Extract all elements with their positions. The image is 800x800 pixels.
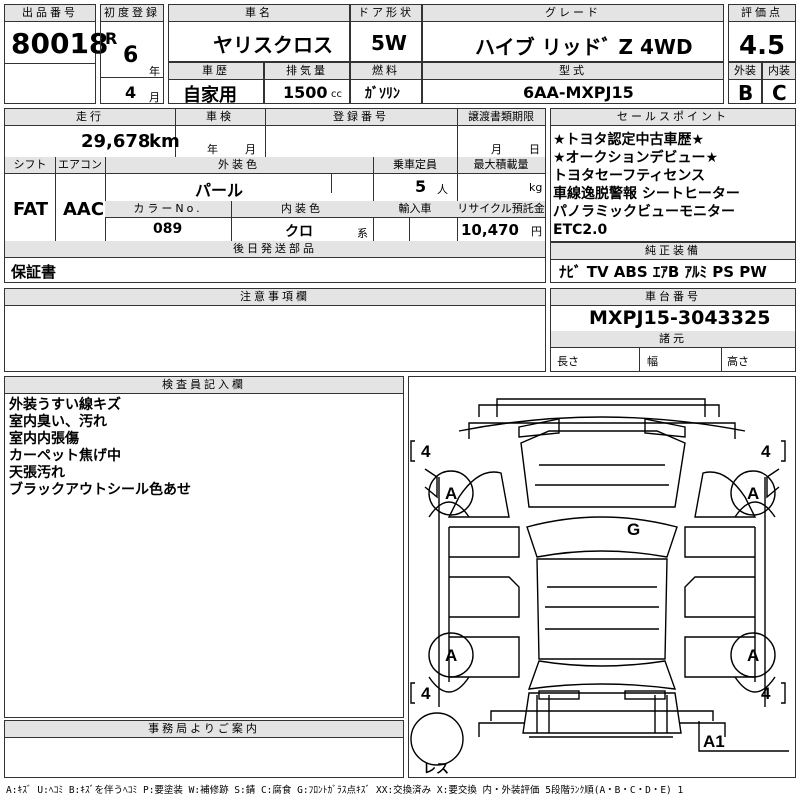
equipment-cell: 純正装備 ﾅﾋﾞ TV ABS ｴｱB ｱﾙﾐ PS PW (550, 242, 796, 283)
inspector-notes-list: 外装うすい線キズ 室内臭い、汚れ 室内内張傷 カーペット焦げ中 天張汚れ ブラッ… (9, 397, 191, 498)
inspector-cell: 検査員記入欄 外装うすい線キズ 室内臭い、汚れ 室内内張傷 カーペット焦げ中 天… (4, 376, 404, 718)
later-parts-value: 保証書 (11, 263, 57, 281)
door-cell: ドア形状 5W (350, 4, 422, 62)
later-parts-cell: 保証書 (4, 257, 546, 283)
wheel-rr-mark: A (747, 646, 759, 665)
month-value: 4 (125, 83, 137, 102)
mileage-value: 29,678 (81, 131, 151, 152)
notes-cell: 注意事項欄 (4, 288, 546, 372)
era-value: R (105, 29, 118, 48)
tire-rr: 4 (761, 684, 771, 703)
exterior-grade-value: B (738, 81, 754, 105)
wheel-rl-mark: A (445, 646, 457, 665)
roof-mark: G (627, 520, 640, 539)
grade-value: ハイブ リッドﾞ Z 4WD (475, 35, 693, 59)
int-color-value: クロ (285, 224, 313, 240)
interior-grade-value: C (772, 81, 787, 105)
year-value: 6 (123, 43, 139, 68)
grade-cell: グレード ハイブ リッドﾞ Z 4WD (422, 4, 724, 62)
car-name-cell: 車名 ヤリスクロス (168, 4, 350, 62)
lot-no-value: 80018 (11, 27, 109, 60)
history-cell: 車歴 自家用 (168, 62, 264, 106)
exterior-grade-cell: 外装 B (728, 62, 762, 105)
score-value: 4.5 (739, 31, 786, 61)
lot-no-label: 出品番号 (5, 5, 95, 22)
interior-grade-cell: 内装 C (762, 62, 796, 105)
tire-fr: 4 (761, 442, 771, 461)
capacity-value: 5 (415, 177, 427, 196)
displacement-cell: 排気量 1500 cc (264, 62, 350, 104)
office-cell: 事務局よりご案内 (4, 720, 404, 778)
displacement-value: 1500 (283, 83, 328, 102)
lot-no-cell: 出品番号 80018 (4, 4, 108, 104)
first-reg-label: 初度登録 (101, 5, 163, 22)
wheel-fl-mark: A (445, 484, 457, 503)
fuel-cell: 燃料 ｶﾞｿﾘﾝ (350, 62, 422, 104)
history-value: 自家用 (183, 85, 237, 106)
equipment-value: ﾅﾋﾞ TV ABS ｴｱB ｱﾙﾐ PS PW (559, 263, 767, 281)
car-diagram-svg: 4 4 4 4 A A A A G A1 レス (410, 398, 789, 776)
car-diagram: 4 4 4 4 A A A A G A1 レス (408, 376, 796, 778)
car-name-value: ヤリスクロス (213, 33, 333, 57)
recycle-value: 10,470 (461, 221, 519, 239)
chassis-cell: 車台番号 MXPJ15-3043325 諸元 長さ 幅 高さ (550, 288, 796, 372)
legend-text: A:ｷｽﾞ U:ﾍｺﾐ B:ｷｽﾞを伴うﾍｺﾐ P:要塗装 W:補修跡 S:錆 … (6, 785, 684, 796)
tire-fl: 4 (421, 442, 431, 461)
sales-points-cell: セールスポイント ★トヨタ認定中古車歴★ ★オークションデビュー★ トヨタセーフ… (550, 108, 796, 242)
model-cell: 型式 6AA-MXPJ15 (422, 62, 724, 104)
rear-mark: A1 (703, 732, 725, 751)
first-reg-cell: 初度登録 R 6 年 4 月 (100, 4, 164, 104)
details-block: 走行 車検 登録番号 譲渡書類期限 29,678 km 年 月 月 日 シフト … (4, 108, 546, 258)
tire-rl: 4 (421, 684, 431, 703)
color-no-value: 089 (153, 221, 183, 237)
fuel-value: ｶﾞｿﾘﾝ (365, 86, 400, 102)
lens-label: レス (423, 761, 449, 776)
chassis-value: MXPJ15-3043325 (589, 307, 771, 329)
ext-color-value: パール (195, 181, 244, 200)
sales-points-list: ★トヨタ認定中古車歴★ ★オークションデビュー★ トヨタセーフティセンス 車線逸… (553, 132, 740, 238)
wheel-fr-mark: A (747, 484, 759, 503)
door-value: 5W (371, 31, 407, 55)
model-value: 6AA-MXPJ15 (523, 83, 634, 102)
shift-value: FAT (13, 199, 49, 220)
aircon-value: AAC (63, 199, 105, 220)
score-cell: 評価点 4.5 (728, 4, 796, 62)
